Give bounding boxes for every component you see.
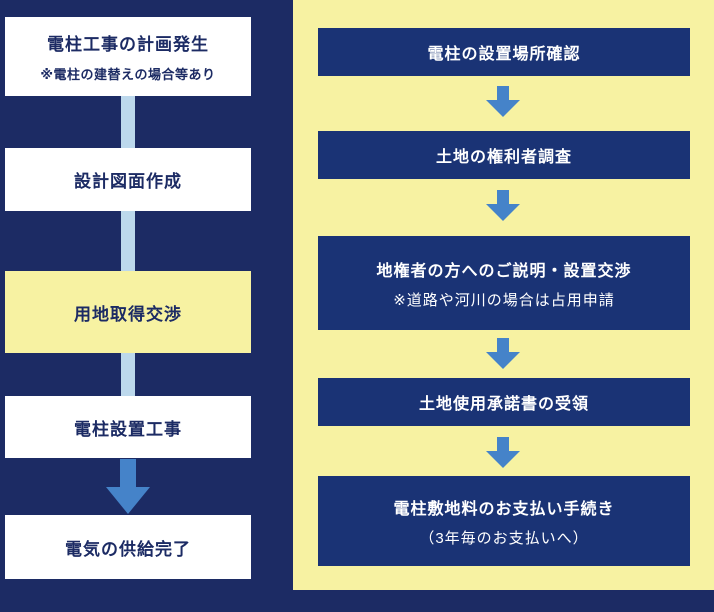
right-step-consent-receipt: 土地使用承諾書の受領 xyxy=(318,378,690,426)
left-step-land-acquisition: 用地取得交渉 xyxy=(5,271,251,353)
step-title: 電柱設置工事 xyxy=(74,419,182,439)
step-title: 土地使用承諾書の受領 xyxy=(418,396,589,413)
left-step-installation: 電柱設置工事 xyxy=(5,396,251,458)
step-title: 用地取得交渉 xyxy=(74,304,182,324)
down-arrow-icon xyxy=(485,338,521,369)
right-step-location-check: 電柱の設置場所確認 xyxy=(318,28,690,76)
left-step-supply-complete: 電気の供給完了 xyxy=(5,515,251,579)
right-flow-panel: 電柱の設置場所確認 土地の権利者調査 地権者の方へのご説明・設置交渉 xyxy=(293,0,714,590)
step-title: 電柱敷地料のお支払い手続き xyxy=(393,500,615,518)
step-note: ※電柱の建替えの場合等あり xyxy=(40,67,216,82)
step-note: （3年毎のお支払いへ） xyxy=(419,529,589,547)
down-arrow-icon xyxy=(485,190,521,221)
left-step-design: 設計図面作成 xyxy=(5,148,251,211)
flow-connector xyxy=(121,211,135,271)
down-arrow-icon xyxy=(485,86,521,117)
step-note: ※道路や河川の場合は占用申請 xyxy=(393,291,615,309)
flow-connector xyxy=(121,353,135,396)
step-title: 電柱工事の計画発生 xyxy=(47,35,209,54)
right-step-landowner-negotiation: 地権者の方へのご説明・設置交渉 ※道路や河川の場合は占用申請 xyxy=(318,236,690,330)
step-title: 地権者の方へのご説明・設置交渉 xyxy=(376,262,632,280)
right-step-rights-holder-survey: 土地の権利者調査 xyxy=(318,131,690,179)
left-step-plan: 電柱工事の計画発生 ※電柱の建替えの場合等あり xyxy=(5,17,251,96)
step-title: 電気の供給完了 xyxy=(65,539,191,559)
right-step-payment-procedure: 電柱敷地料のお支払い手続き （3年毎のお支払いへ） xyxy=(318,476,690,566)
down-arrow-icon xyxy=(485,437,521,468)
step-title: 土地の権利者調査 xyxy=(435,149,572,166)
flow-connector xyxy=(121,96,135,148)
down-arrow-icon xyxy=(106,459,150,514)
step-title: 設計図面作成 xyxy=(74,172,182,191)
step-title: 電柱の設置場所確認 xyxy=(427,46,581,63)
